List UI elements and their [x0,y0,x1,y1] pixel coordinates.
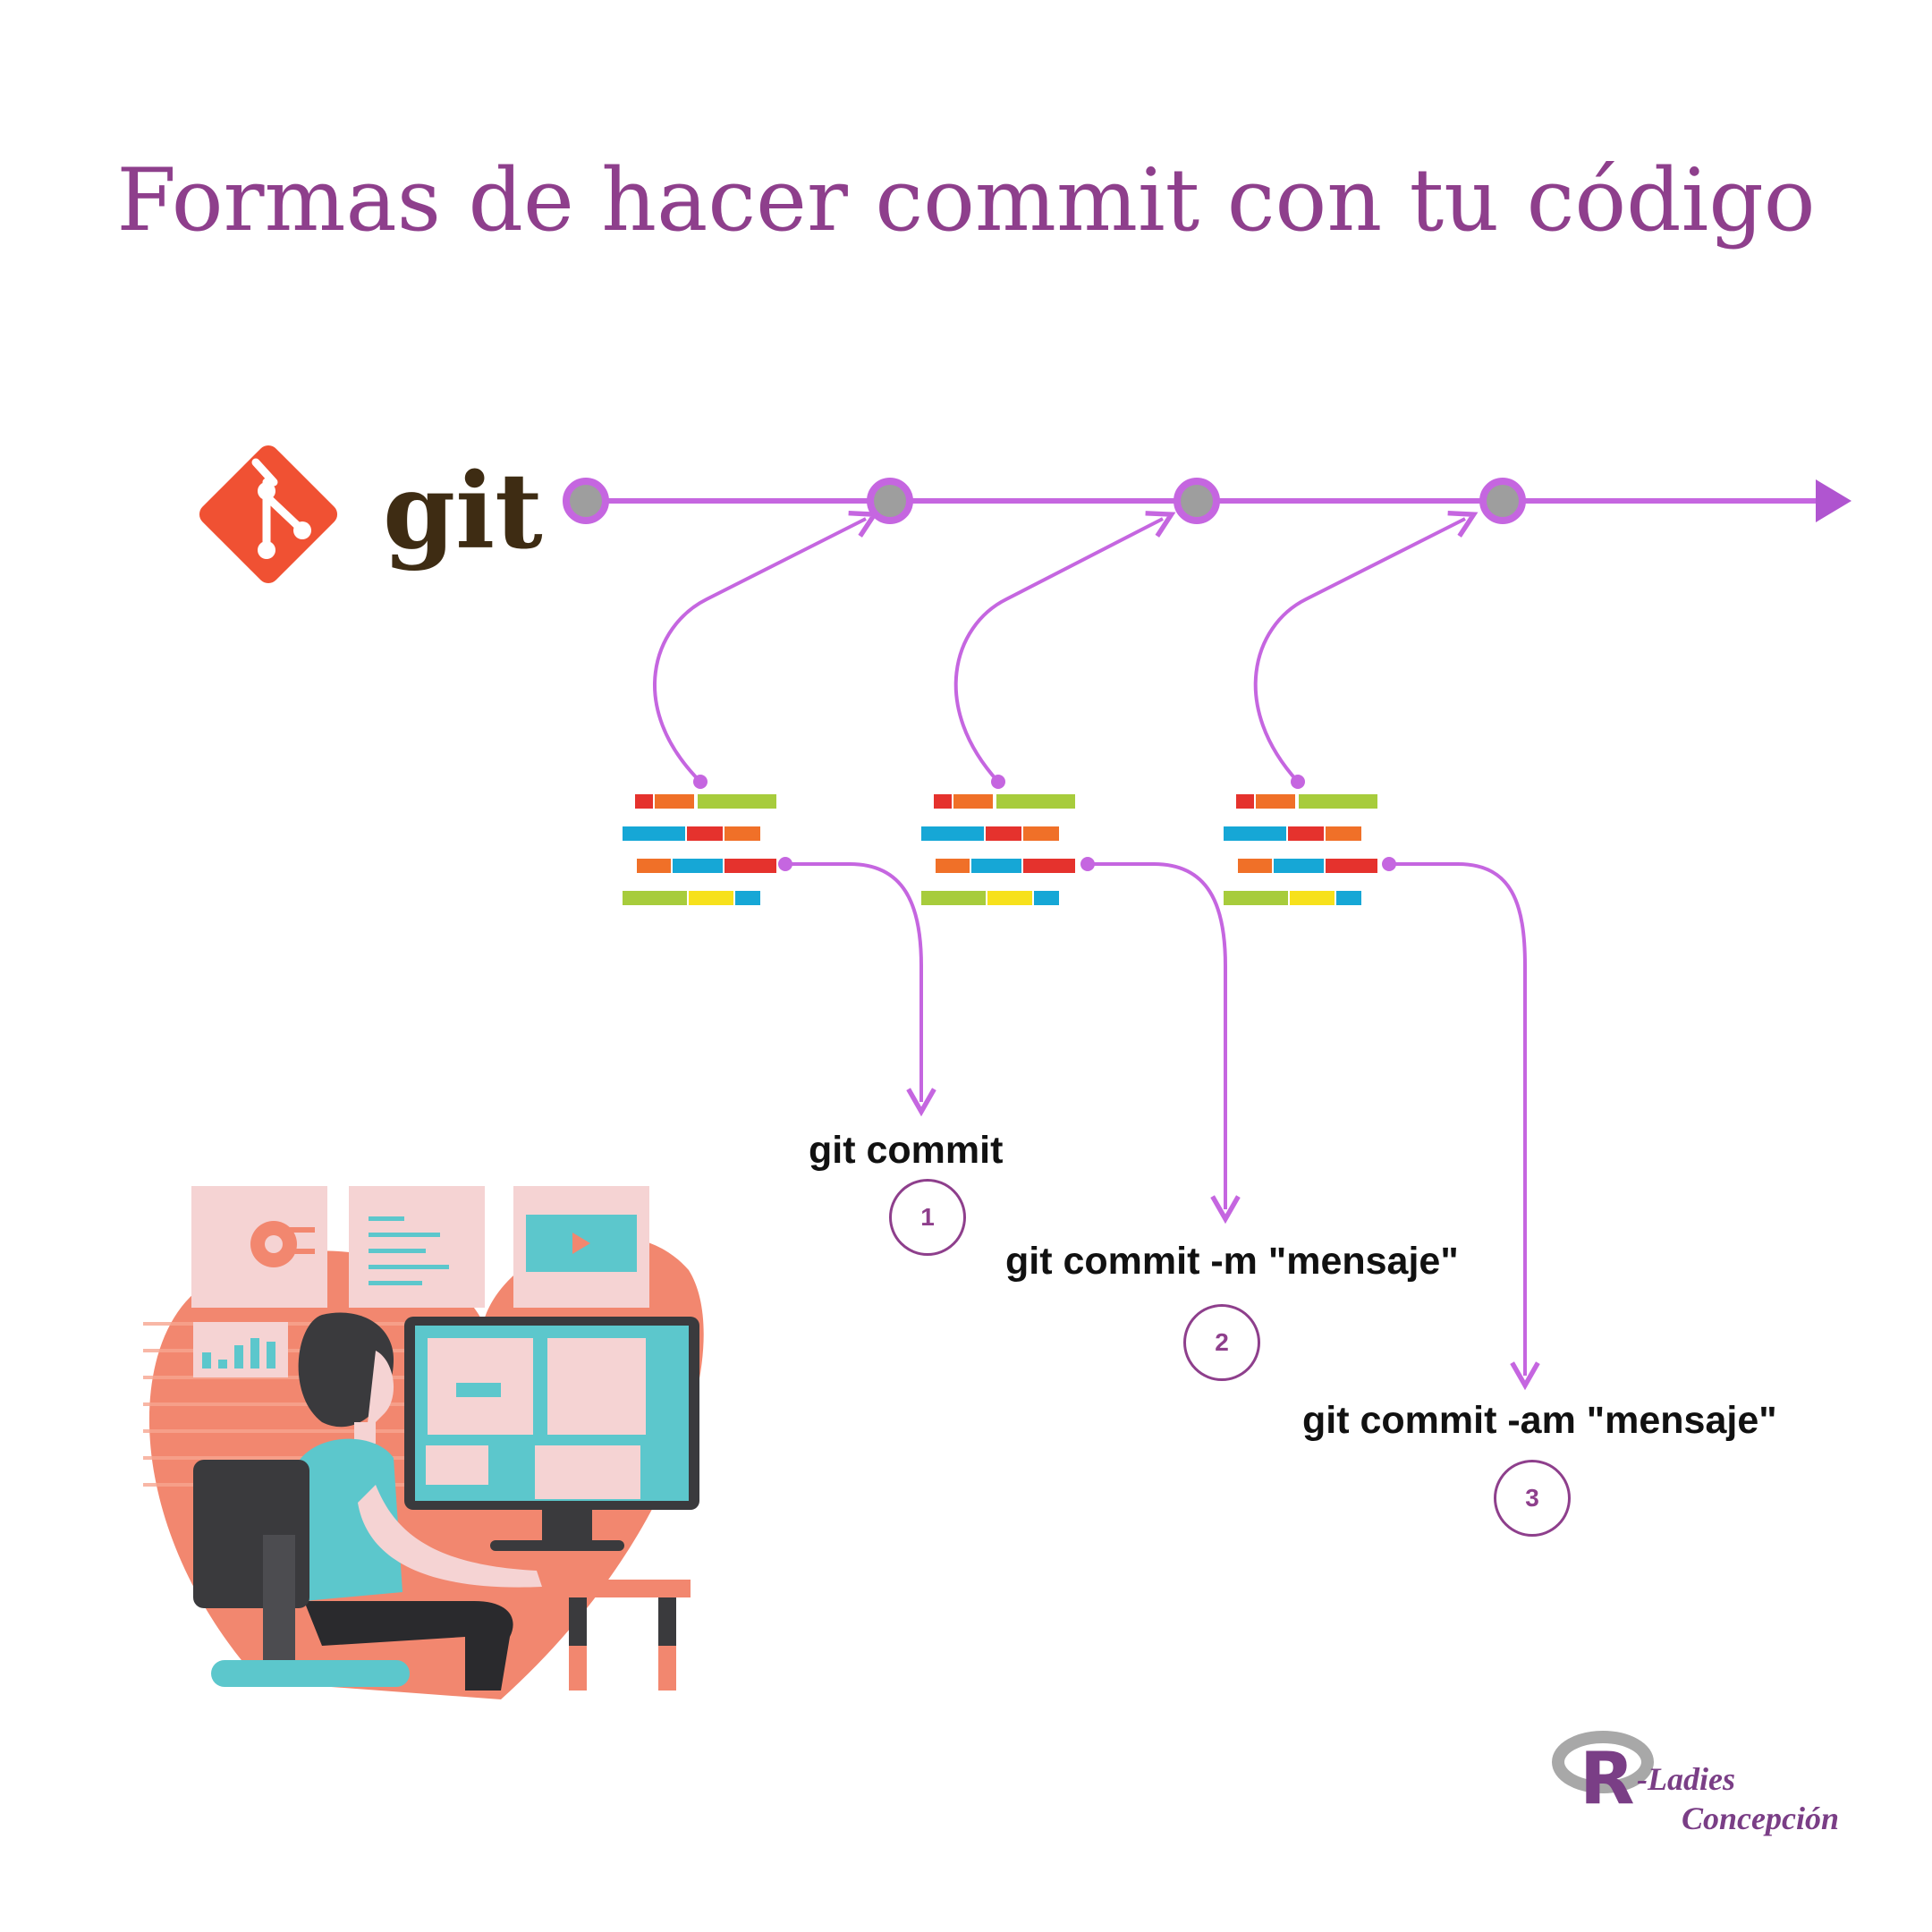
git-diamond-icon [199,445,338,584]
git-logo: git [199,445,543,584]
command-label-2: git commit -m "mensaje" [1005,1240,1459,1283]
r-ladies-logo: R [1552,1731,1654,1820]
step-number-3: 3 [1494,1460,1571,1537]
step-number-2: 2 [1183,1304,1260,1381]
command-arrow [1088,862,1241,1224]
command-arrow [785,862,936,1117]
code-block [921,794,1075,905]
commit-arrow [953,511,1176,784]
command-arrow [1389,862,1540,1391]
code-block [1224,794,1377,905]
command-label-1: git commit [809,1129,1004,1172]
r-ladies-mark: R [1580,1737,1635,1820]
commit-node [1479,478,1526,524]
code-block [623,794,776,905]
commit-timeline [563,478,1852,524]
timeline-arrow [1816,479,1852,522]
developer-illustration [143,1186,704,1699]
r-ladies-city: Concepción [1682,1801,1839,1836]
commit-arrow [653,510,879,784]
commit-node [563,478,609,524]
commit-arrow [1253,510,1479,784]
step-number-1: 1 [889,1179,966,1256]
r-ladies-name: -Ladies [1637,1761,1735,1797]
commit-node [1174,478,1220,524]
command-label-3: git commit -am "mensaje" [1302,1399,1777,1442]
commit-node [867,478,913,524]
git-wordmark: git [383,451,543,572]
page-title: Formas de hacer commit con tu código [116,150,1816,250]
